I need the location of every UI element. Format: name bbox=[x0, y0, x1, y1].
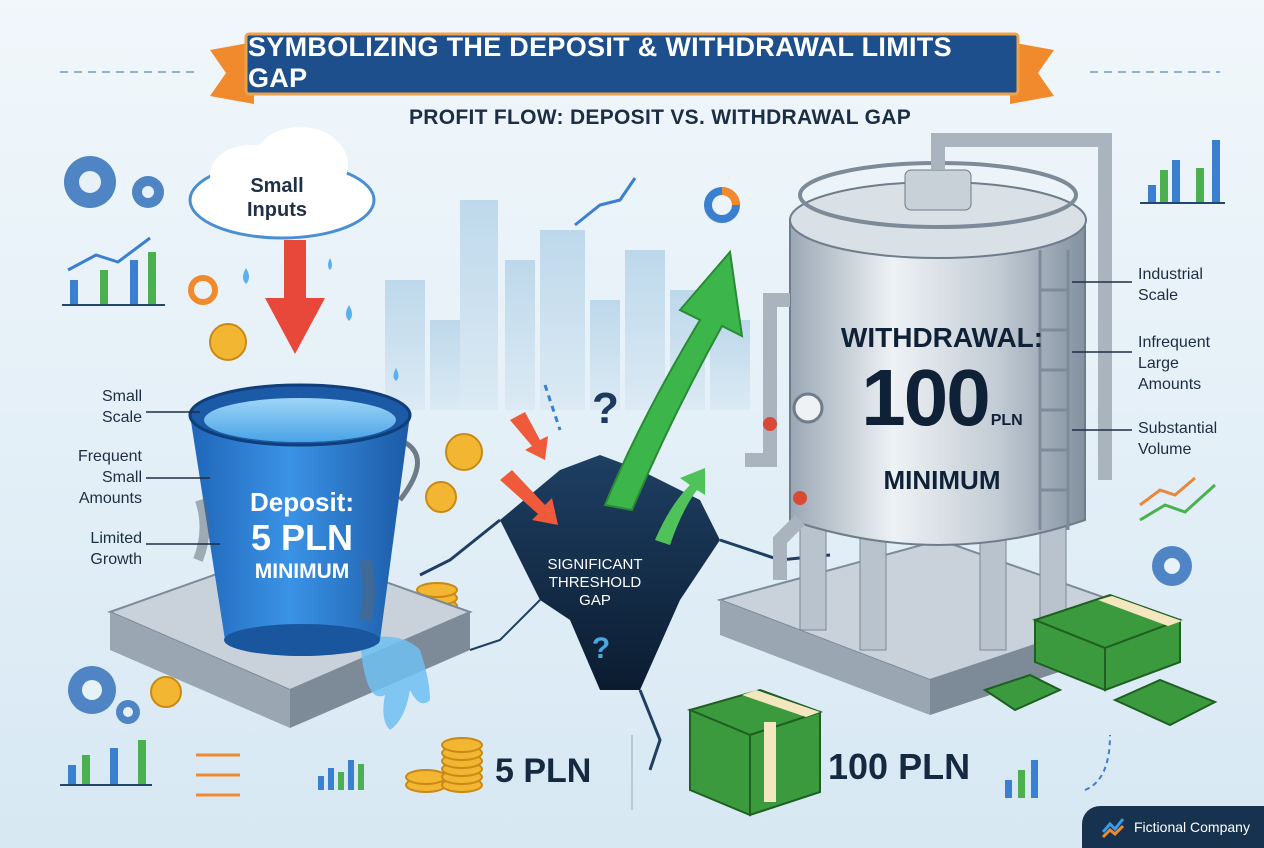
donut-chart-icon bbox=[188, 187, 740, 305]
label-line: Substantial bbox=[1138, 420, 1218, 437]
brand-logo-icon bbox=[1101, 818, 1125, 839]
bar-chart-icon bbox=[60, 140, 1225, 798]
title-ribbon bbox=[210, 32, 1054, 104]
bucket-label-small-scale: Small Scale bbox=[40, 386, 142, 428]
bucket-icon bbox=[188, 383, 420, 656]
tank-label-lines bbox=[1072, 281, 1132, 431]
water-drop-icon bbox=[243, 258, 399, 381]
deposit-heading: Deposit: bbox=[250, 487, 354, 517]
gap-label-line: GAP bbox=[579, 592, 611, 609]
gap-label-line: SIGNIFICANT bbox=[547, 556, 643, 573]
bottom-withdrawal-amount: 100 PLN bbox=[828, 746, 971, 787]
gap-label: SIGNIFICANT THRESHOLD GAP bbox=[530, 556, 660, 610]
label-line: Growth bbox=[90, 551, 142, 568]
label-line: Scale bbox=[1138, 287, 1179, 304]
label-line: Frequent bbox=[77, 448, 142, 465]
label-line: Industrial bbox=[1138, 266, 1203, 283]
withdrawal-unit: PLN bbox=[990, 412, 1023, 429]
bucket-label-frequent-small-amounts: Frequent Small Amounts bbox=[40, 446, 142, 509]
label-line: Amounts bbox=[1138, 376, 1202, 393]
page-title: SYMBOLIZING THE DEPOSIT & WITHDRAWAL LIM… bbox=[248, 32, 952, 93]
arrow-up-icon bbox=[603, 249, 744, 545]
gap-label-line: THRESHOLD bbox=[548, 574, 642, 591]
bucket-label-limited-growth: Limited Growth bbox=[40, 528, 142, 570]
label-line: Scale bbox=[101, 409, 142, 426]
mini-chart-icon bbox=[318, 760, 364, 790]
withdrawal-heading: WITHDRAWAL: bbox=[840, 322, 1044, 353]
label-line: Large bbox=[1138, 355, 1179, 372]
arrow-into-gap-icon bbox=[500, 412, 558, 525]
deposit-label: Deposit: 5 PLN MINIMUM bbox=[222, 486, 382, 586]
cloud-label: Small Inputs bbox=[232, 174, 322, 222]
deposit-amount: 5 PLN bbox=[250, 517, 354, 558]
trend-arrow-icon bbox=[574, 177, 1217, 522]
deposit-minimum: MINIMUM bbox=[254, 560, 350, 583]
label-line: Small bbox=[101, 469, 142, 486]
tank-label-substantial-volume: Substantial Volume bbox=[1138, 418, 1258, 460]
withdrawal-amount-value: 100 bbox=[861, 353, 990, 442]
cloud-label-line-1: Small bbox=[250, 175, 304, 197]
brand-name: Fictional Company bbox=[1134, 819, 1250, 835]
cloud-icon bbox=[188, 127, 376, 240]
page-subtitle: PROFIT FLOW: DEPOSIT VS. WITHDRAWAL GAP bbox=[408, 106, 912, 129]
city-skyline bbox=[385, 200, 750, 410]
bucket-label-lines bbox=[146, 411, 220, 545]
label-line: Amounts bbox=[78, 490, 142, 507]
label-line: Volume bbox=[1138, 441, 1192, 458]
question-mark: ? bbox=[592, 384, 619, 433]
coin-stack-icon bbox=[405, 737, 483, 793]
dash-arrow-icon bbox=[543, 384, 562, 431]
cloud-label-line-2: Inputs bbox=[247, 199, 307, 221]
gap-question-mark: ? bbox=[591, 632, 611, 665]
arrow-down-icon bbox=[265, 240, 325, 354]
tank-label-industrial-scale: Industrial Scale bbox=[1138, 264, 1258, 306]
tank-label-infrequent-large-amounts: Infrequent Large Amounts bbox=[1138, 332, 1258, 395]
withdrawal-minimum: MINIMUM bbox=[883, 465, 1001, 495]
label-line: Infrequent bbox=[1138, 334, 1211, 351]
gear-icon bbox=[64, 156, 1192, 724]
brand-badge: Fictional Company bbox=[1082, 806, 1264, 848]
water-spill bbox=[360, 636, 430, 730]
tank-icon bbox=[745, 133, 1112, 651]
dashed-up-arrow-icon bbox=[1084, 734, 1111, 791]
label-line: Small bbox=[101, 388, 142, 405]
checklist-icon bbox=[196, 753, 240, 797]
label-line: Limited bbox=[90, 530, 142, 547]
bottom-deposit-amount: 5 PLN bbox=[495, 752, 592, 790]
cash-stack-icon bbox=[686, 593, 1218, 817]
